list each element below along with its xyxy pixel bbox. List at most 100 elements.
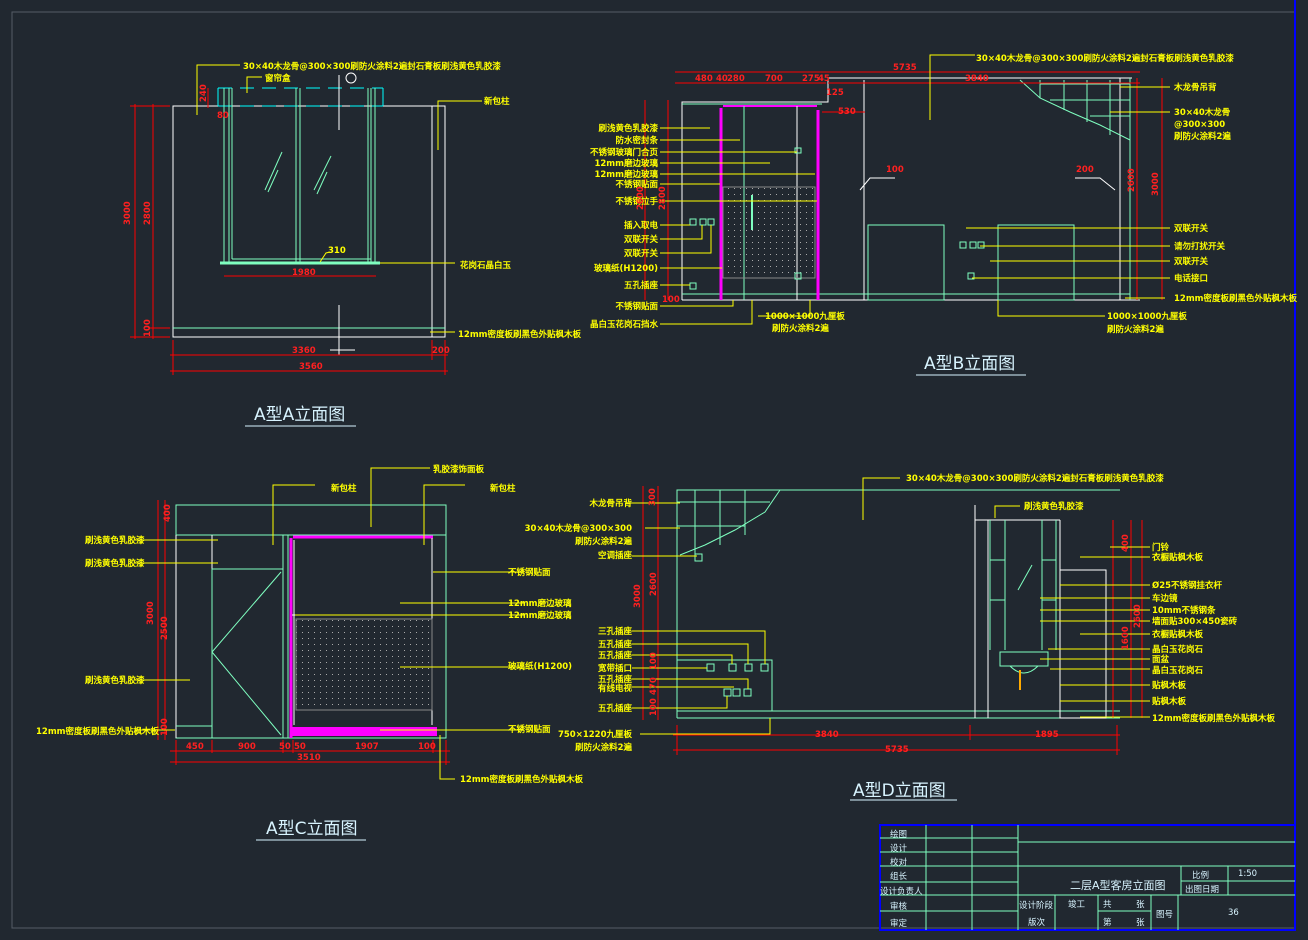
annotation-label: 12mm磨边玻璃 — [508, 610, 572, 621]
dimension-label: 280 — [727, 74, 745, 84]
elevation-b-drawing — [644, 54, 1170, 376]
annotation-label: 五孔插座 — [598, 639, 633, 650]
title-block-text: 共 — [1103, 900, 1112, 910]
dimension-label: 200 — [1076, 165, 1094, 175]
dimension-label: 2500 — [160, 616, 170, 640]
title-block — [879, 824, 1296, 931]
dimension-label: 5735 — [885, 745, 909, 755]
annotation-label: 面盆 — [1152, 654, 1170, 665]
dimension-label: 2800 — [143, 201, 153, 225]
dimension-label: 480 — [695, 74, 713, 84]
dimension-label: 80 — [217, 111, 229, 121]
annotation-label: 30×40木龙骨 — [1174, 107, 1230, 118]
dimension-label: 2600 — [1127, 168, 1137, 192]
title-block-text: 设计 — [890, 843, 908, 854]
annotation-label: 晶白玉花岗石 — [1152, 644, 1204, 655]
annotation-label: 乳胶漆饰面板 — [433, 464, 485, 475]
annotation-label: 新包柱 — [484, 96, 510, 107]
annotation-label: 五孔插座 — [598, 674, 633, 685]
annotation-label: 墙面贴300×450瓷砖 — [1152, 616, 1238, 627]
dimension-label: 2600 — [1133, 604, 1143, 628]
annotation-label: 不锈钢拉手 — [615, 196, 658, 207]
annotation-label: 电话接口 — [1174, 273, 1208, 284]
annotation-label: 12mm密度板刷黑色外贴枫木板 — [1152, 713, 1276, 724]
annotation-label: 车边镜 — [1152, 593, 1178, 604]
annotation-label: 防水密封条 — [615, 135, 658, 146]
dimension-label: 1907 — [355, 742, 379, 752]
annotation-label: 有线电视 — [598, 683, 633, 694]
annotation-label: 刷浅黄色乳胶漆 — [84, 558, 145, 569]
dimension-label: 40 — [716, 74, 728, 84]
dimension-label: 100 — [418, 742, 436, 752]
annotation-label: 玻璃纸(H1200) — [594, 263, 658, 274]
annotation-label: 木龙骨吊背 — [1173, 82, 1217, 93]
annotation-label: 衣橱贴枫木板 — [1152, 552, 1204, 563]
dimension-label: 3360 — [292, 346, 316, 356]
elevation-title: A型B立面图 — [924, 354, 1015, 374]
annotation-label: 刷防火涂料2遍 — [574, 742, 632, 753]
dimension-label: 530 — [838, 107, 856, 117]
dimension-label: 1895 — [1035, 730, 1059, 740]
annotation-label: 晶白玉花岗石挡水 — [590, 319, 659, 330]
dimension-label: 50 — [294, 742, 306, 752]
annotation-label: 木龙骨吊背 — [588, 498, 632, 509]
title-block-text: 二层A型客房立面图 — [1070, 878, 1166, 892]
annotation-label: 插入取电 — [624, 220, 659, 231]
dimension-label: 275 — [802, 74, 820, 84]
annotation-label: 刷浅黄色乳胶漆 — [84, 535, 145, 546]
dimension-label: 3840 — [965, 74, 989, 84]
dimension-label: 900 — [238, 742, 256, 752]
annotation-label: 12mm磨边玻璃 — [594, 169, 658, 180]
annotation-label: 30×40木龙骨@300×300刷防火涂料2遍封石膏板刷浅黄色乳胶漆 — [243, 61, 501, 72]
dimension-label: 3000 — [633, 584, 643, 608]
dimension-label: 300 — [648, 488, 658, 506]
annotation-label: 12mm密度板刷黑色外贴枫木板 — [458, 329, 582, 340]
dimension-label: 50 — [279, 742, 291, 752]
annotation-label: 宽带插口 — [597, 663, 632, 674]
dimension-label: 3840 — [815, 730, 839, 740]
dimension-label: 100 — [649, 652, 659, 670]
dimension-label: 100 — [886, 165, 904, 175]
dimension-label: 3000 — [1151, 172, 1161, 196]
annotation-label: 双联开关 — [624, 234, 659, 245]
dimension-label: 3510 — [297, 753, 321, 763]
title-block-text: 1:50 — [1238, 869, 1257, 879]
title-block-text: 审核 — [890, 901, 908, 912]
annotation-label: 花岗石晶白玉 — [460, 260, 512, 271]
annotation-label: 1000×1000九厘板 — [1107, 311, 1187, 322]
dimension-label: 200 — [432, 346, 450, 356]
dimension-label: 700 — [765, 74, 783, 84]
annotation-label: 30×40木龙骨@300×300 — [525, 523, 632, 534]
annotation-label: 双联开关 — [624, 248, 659, 259]
annotation-label: 12mm密度板刷黑色外贴枫木板 — [460, 774, 584, 785]
annotation-label: 五孔插座 — [624, 280, 659, 291]
annotation-label: 请勿打扰开关 — [1174, 241, 1226, 252]
title-block-text: 出图日期 — [1185, 884, 1219, 895]
elevation-a-drawing — [130, 64, 482, 427]
annotation-label: 刷防火涂料2遍 — [1173, 131, 1231, 142]
title-block-text: 第 — [1103, 917, 1112, 928]
elevation-c-drawing — [135, 467, 524, 841]
annotation-label: 不锈钢贴面 — [615, 179, 658, 190]
annotation-label: 不锈钢贴面 — [508, 724, 551, 735]
annotation-label: 30×40木龙骨@300×300刷防火涂料2遍封石膏板刷浅黄色乳胶漆 — [976, 53, 1234, 64]
title-block-text: 36 — [1228, 908, 1239, 918]
dimension-label: 100 — [160, 718, 170, 736]
annotation-label: 三孔插座 — [598, 626, 633, 637]
title-block-text: 张 — [1136, 918, 1145, 928]
dimension-label: 100 — [662, 295, 680, 305]
title-block-text: 绘图 — [890, 829, 907, 840]
annotation-label: @300×300 — [1174, 120, 1225, 130]
annotation-label: 刷浅黄色乳胶漆 — [84, 675, 145, 686]
dimension-label: 400 — [1121, 534, 1131, 552]
annotation-label: 新包柱 — [331, 483, 357, 494]
dimension-label: 3000 — [123, 201, 133, 225]
annotation-label: 12mm密度板刷黑色外贴枫木板 — [36, 726, 160, 737]
dimension-label: 450 — [186, 742, 204, 752]
annotation-label: 30×40木龙骨@300×300刷防火涂料2遍封石膏板刷浅黄色乳胶漆 — [906, 473, 1164, 484]
elevation-d-drawing — [625, 477, 1150, 801]
dimension-label: 2800 — [658, 186, 668, 210]
title-block-text: 设计阶段 — [1019, 900, 1054, 911]
annotation-label: 12mm密度板刷黑色外贴枫木板 — [1174, 293, 1298, 304]
annotation-label: 新包柱 — [490, 483, 516, 494]
